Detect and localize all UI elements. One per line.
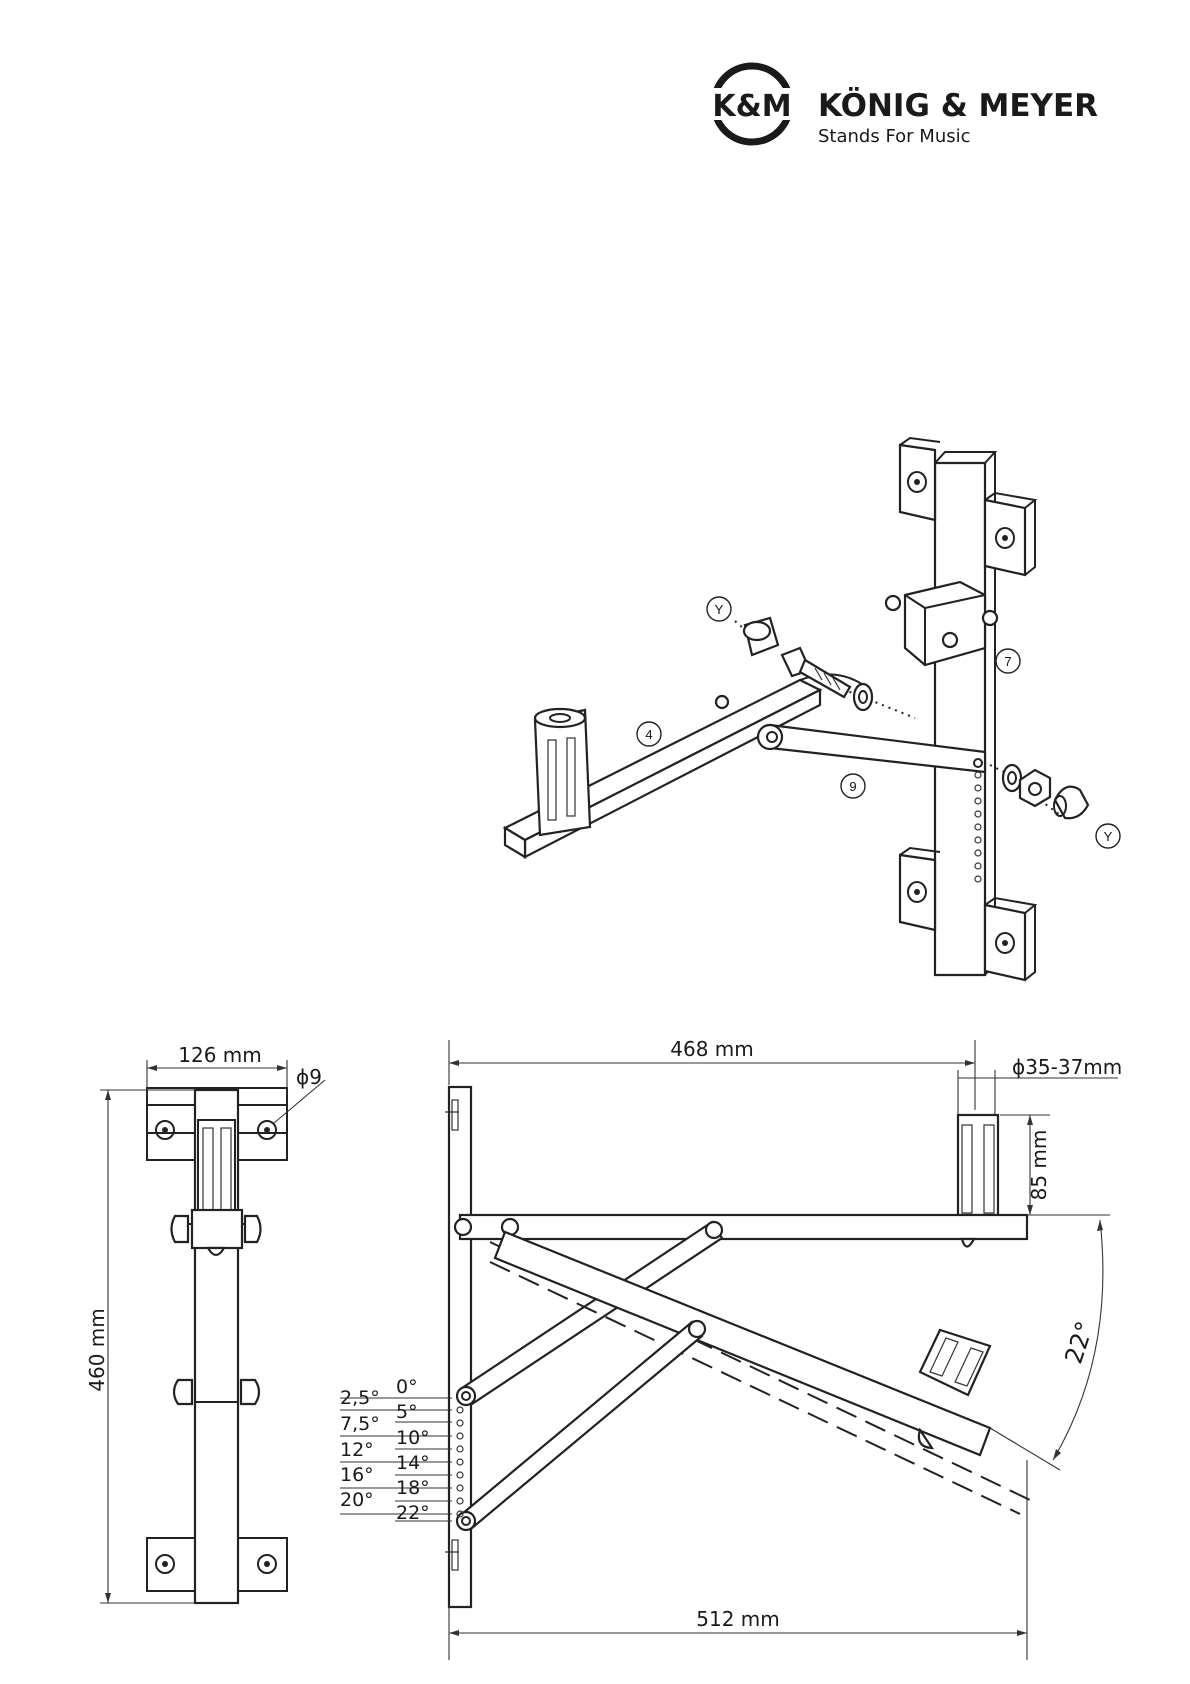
side-view: 468 mm ϕ35-37mm 85 mm (340, 1037, 1122, 1660)
callout-y-top: Y (715, 602, 724, 617)
dim-pole-diameter: ϕ35-37mm (1012, 1055, 1122, 1079)
angle-label-5: 5° (396, 1401, 418, 1423)
angle-label-2-5: 2,5° (340, 1387, 380, 1409)
angle-label-7-5: 7,5° (340, 1413, 380, 1435)
front-view: 126 mm ϕ9 460 mm (85, 1043, 325, 1603)
dim-width-front: 126 mm (178, 1043, 262, 1067)
angle-label-16: 16° (340, 1464, 374, 1486)
angle-label-20: 20° (340, 1489, 374, 1511)
angle-label-0: 0° (396, 1376, 418, 1398)
dim-hole-diameter: ϕ9 (296, 1065, 322, 1089)
angle-label-12: 12° (340, 1439, 374, 1461)
exploded-assembly-view: Y Y 4 7 9 (505, 438, 1120, 980)
dim-arm-length: 468 mm (670, 1037, 754, 1061)
callout-y-right: Y (1104, 829, 1113, 844)
brand-logo: K&M KÖNIG & MEYER Stands For Music (700, 66, 1098, 147)
dim-total-length: 512 mm (696, 1607, 780, 1631)
dim-height-front: 460 mm (85, 1308, 109, 1392)
angle-label-14: 14° (396, 1452, 430, 1474)
angle-label-22: 22° (396, 1502, 430, 1524)
brand-name: KÖNIG & MEYER (818, 87, 1098, 124)
angle-label-18: 18° (396, 1477, 430, 1499)
logo-mark: K&M (712, 89, 791, 124)
angle-label-10: 10° (396, 1427, 430, 1449)
callout-part-4: 4 (645, 727, 652, 742)
callout-part-7: 7 (1004, 654, 1011, 669)
dim-pole-height: 85 mm (1027, 1130, 1051, 1201)
callout-part-9: 9 (849, 779, 856, 794)
brand-tagline: Stands For Music (818, 126, 971, 147)
